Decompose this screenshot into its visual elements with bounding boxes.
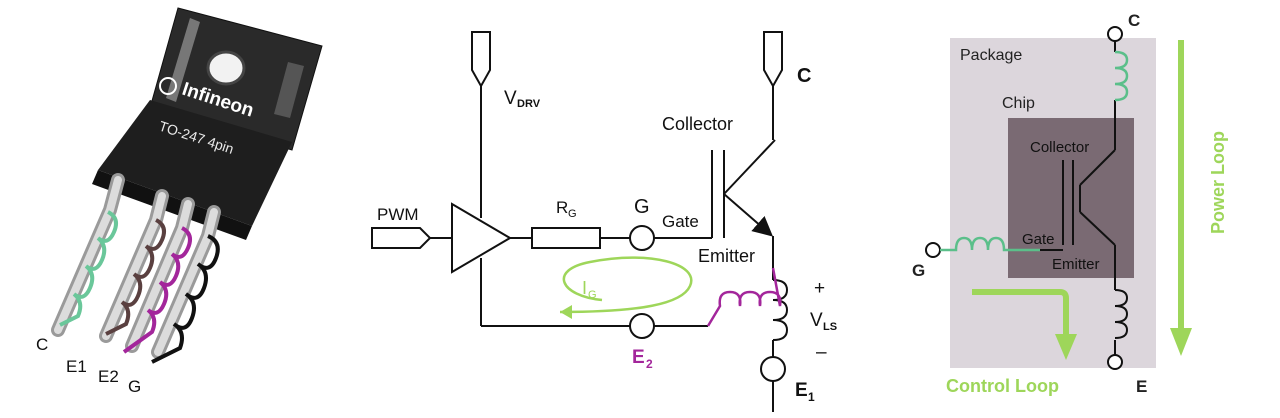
pwm-label: PWM — [377, 205, 419, 224]
vls-label: V — [810, 310, 823, 331]
e1-label: E — [795, 380, 808, 401]
ig-label: I — [582, 278, 587, 298]
ig-loop-arrow — [559, 256, 693, 314]
lead-g — [151, 205, 221, 364]
e2-sub: 2 — [646, 357, 653, 371]
vdrv-sub: DRV — [517, 98, 541, 110]
g-label: G — [634, 196, 650, 218]
gate-label: Gate — [662, 212, 699, 231]
e1-sub: 1 — [808, 390, 815, 404]
g-bond-inductor — [940, 236, 1040, 252]
vls-sub: LS — [823, 321, 837, 333]
infineon-logo-icon — [159, 77, 177, 95]
c-terminal — [763, 31, 783, 89]
g-terminal — [629, 225, 655, 251]
ig-sub: G — [588, 289, 597, 301]
mounting-hole — [206, 50, 246, 86]
ig-arrowhead — [560, 305, 572, 319]
control-loop-label: Control Loop — [946, 376, 1059, 396]
e-bond-inductor — [1114, 289, 1129, 339]
gate-resistor — [531, 227, 601, 249]
schematic — [371, 31, 789, 412]
loop-c-terminal — [1107, 26, 1123, 42]
chip-label: Chip — [1002, 95, 1035, 112]
loops-diagram: Package Chip Collector Gate Emitter C G … — [912, 11, 1228, 396]
loop-c-label: C — [1128, 11, 1140, 30]
rg-sub: G — [568, 208, 577, 220]
loop-collector-label: Collector — [1030, 139, 1089, 156]
power-loop-arrowhead — [1170, 328, 1192, 356]
vls-inductor — [772, 279, 789, 341]
e2-label: E — [632, 347, 645, 368]
collector-label: Collector — [662, 114, 733, 134]
pin-label-e2: E2 — [98, 367, 119, 386]
lead-e1 — [99, 189, 169, 343]
pin-label-c: C — [36, 335, 48, 354]
loop-emitter-label: Emitter — [1052, 256, 1100, 273]
lead-e2 — [122, 197, 195, 354]
loop-g-terminal — [925, 242, 941, 258]
chip-box — [1008, 118, 1134, 278]
pwm-terminal — [371, 227, 432, 249]
e2-terminal — [629, 313, 655, 339]
package-label: Package — [960, 47, 1022, 64]
driver-buffer — [451, 202, 512, 274]
package-photo: Infineon TO-247 4pin C E1 E2 G — [36, 7, 323, 396]
plus-sign: + — [814, 278, 825, 299]
e1-terminal — [760, 356, 786, 382]
lead-c — [51, 173, 125, 337]
power-loop-label: Power Loop — [1208, 131, 1228, 234]
loop-g-label: G — [912, 261, 925, 280]
control-loop-arrowhead — [1055, 334, 1077, 360]
control-loop-arrow — [972, 289, 1069, 336]
loop-e-label: E — [1136, 377, 1147, 396]
c-label: C — [797, 65, 811, 87]
loop-e-terminal — [1107, 354, 1123, 370]
pin-label-e1: E1 — [66, 357, 87, 376]
pin-label-g: G — [128, 377, 141, 396]
vdrv-terminal — [471, 31, 491, 89]
minus-sign: – — [816, 342, 827, 363]
vdrv-label: V — [504, 88, 517, 109]
loop-gate-label: Gate — [1022, 231, 1055, 248]
rg-label: R — [556, 198, 568, 217]
e2-bond-inductor — [706, 267, 782, 327]
c-bond-inductor — [1114, 50, 1129, 102]
emitter-label: Emitter — [698, 246, 755, 266]
